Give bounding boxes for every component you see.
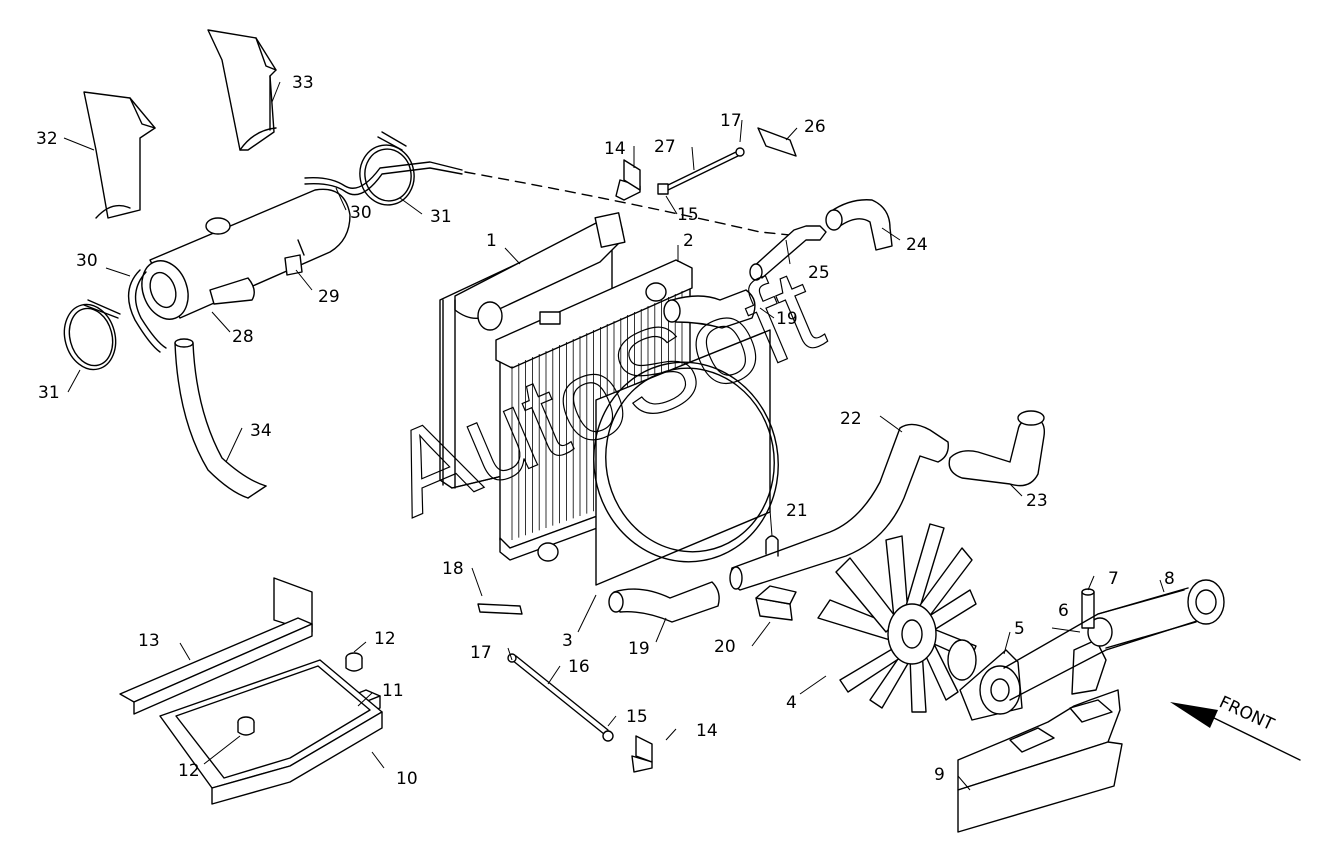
callout-7: 7: [1108, 569, 1119, 589]
part-22-hose: [729, 423, 949, 591]
callout-15-top: 15: [677, 205, 699, 225]
callout-10: 10: [396, 769, 418, 789]
callout-17-bottom: 17: [470, 643, 492, 663]
callout-12-bottom: 12: [178, 761, 200, 781]
part-33-deflector: [207, 29, 277, 151]
callout-25: 25: [808, 263, 830, 283]
part-8-belt: [1003, 579, 1225, 701]
part-19-hoses: [608, 289, 756, 623]
part-16-rod: [507, 653, 614, 742]
callout-30-right: 30: [350, 203, 372, 223]
callout-17-top: 17: [720, 111, 742, 131]
callout-30-left: 30: [76, 251, 98, 271]
part-6-tensioner: [1071, 617, 1113, 695]
callout-29: 29: [318, 287, 340, 307]
callout-32: 32: [36, 129, 58, 149]
part-26-bracket: [757, 127, 797, 157]
part-24-hose: [825, 199, 893, 251]
part-31-clamps: [63, 131, 415, 371]
part-3-fan-shroud: [593, 329, 779, 586]
callout-4: 4: [786, 693, 797, 713]
part-27-rod: [657, 147, 745, 195]
part-28-expansion-tank: [141, 188, 351, 320]
part-30-hoses: [127, 161, 463, 353]
callout-2: 2: [683, 231, 694, 251]
callout-14-top: 14: [604, 139, 626, 159]
part-9-frame: [957, 689, 1123, 833]
callout-1: 1: [486, 231, 497, 251]
callout-31-left: 31: [38, 383, 60, 403]
part-18-bracket: [477, 603, 523, 615]
callout-numbers: 1 2 3 4 5 6 7 8 9 10 11 12 12 13 14 14 1…: [36, 73, 1175, 789]
part-13-mount-bracket: [119, 577, 313, 715]
callout-31-right: 31: [430, 207, 452, 227]
part-25-hose: [749, 225, 827, 281]
callout-13: 13: [138, 631, 160, 651]
callout-34: 34: [250, 421, 272, 441]
callout-16: 16: [568, 657, 590, 677]
part-14-lower-bracket: [631, 735, 653, 773]
callout-3: 3: [562, 631, 573, 651]
part-10-cradle: [159, 659, 383, 805]
callout-20: 20: [714, 637, 736, 657]
part-34-hose: [174, 338, 267, 499]
callout-33: 33: [292, 73, 314, 93]
callout-22: 22: [840, 409, 862, 429]
overflow-line-dashed: [464, 171, 801, 237]
callout-19-top: 19: [776, 309, 798, 329]
callout-21: 21: [786, 501, 808, 521]
part-12-isolators: [237, 652, 363, 736]
callout-9: 9: [934, 765, 945, 785]
part-5-fan-drive: [947, 639, 1023, 721]
callout-6: 6: [1058, 601, 1069, 621]
callout-19-bottom: 19: [628, 639, 650, 659]
callout-8: 8: [1164, 569, 1175, 589]
front-direction-arrow: [1170, 702, 1301, 761]
leader-lines: [63, 81, 1165, 791]
callout-26: 26: [804, 117, 826, 137]
callout-28: 28: [232, 327, 254, 347]
part-23-hose: [948, 410, 1046, 487]
callout-5: 5: [1014, 619, 1025, 639]
callout-23: 23: [1026, 491, 1048, 511]
callout-18: 18: [442, 559, 464, 579]
callout-11: 11: [382, 681, 404, 701]
part-7-idler: [1081, 588, 1095, 629]
part-32-deflector: [83, 91, 156, 219]
callout-24: 24: [906, 235, 928, 255]
part-20-bracket: [755, 585, 797, 621]
callout-14-bottom: 14: [696, 721, 718, 741]
callout-15-bottom: 15: [626, 707, 648, 727]
part-14-upper-bracket: [615, 159, 641, 201]
callout-27: 27: [654, 137, 676, 157]
callout-12-top: 12: [374, 629, 396, 649]
part-4-fan: [817, 523, 977, 713]
front-label: FRONT: [1216, 692, 1278, 735]
